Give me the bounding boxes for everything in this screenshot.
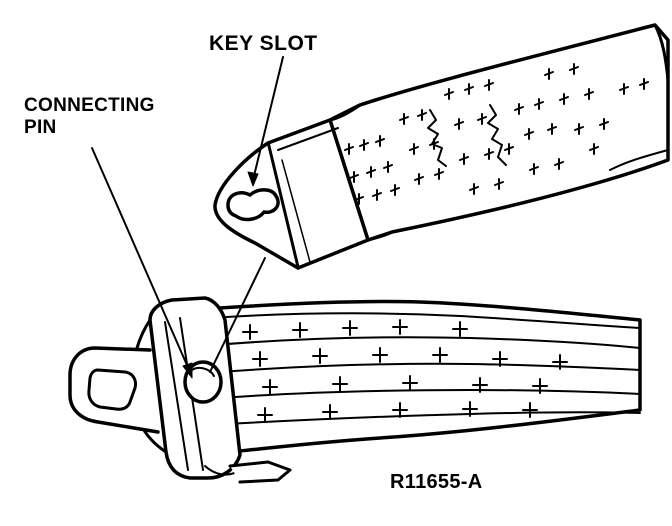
connecting-pin-label-line2: PIN: [24, 117, 57, 138]
connecting-pin-leader: [91, 147, 191, 373]
upper-belt-stitching: [344, 63, 649, 205]
connecting-pin-arrowhead: [182, 362, 193, 379]
key-slot-label: KEY SLOT: [209, 32, 318, 55]
figure-reference-code: R11655-A: [390, 471, 483, 493]
connecting-pin-label-line1: CONNECTING: [24, 95, 155, 116]
connecting-pin-label: CONNECTING PIN: [24, 96, 155, 137]
key-slot-arrowhead: [247, 171, 259, 187]
key-slot-opening: [226, 188, 280, 222]
lower-belt-webbing: [188, 299, 642, 454]
lower-mounting-tab: [68, 346, 160, 434]
upper-belt-webbing: [328, 23, 670, 242]
lower-belt-stitching: [242, 319, 568, 423]
engagement-guide-line: [209, 257, 266, 373]
key-slot-leader: [252, 56, 284, 181]
